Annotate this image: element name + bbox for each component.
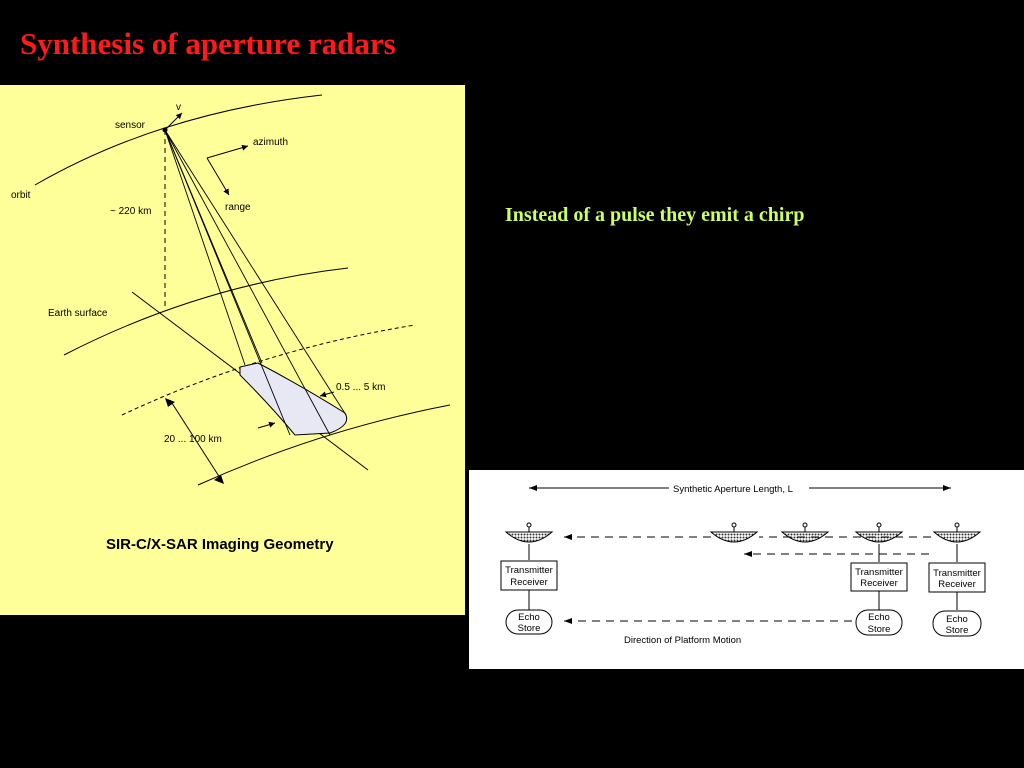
svg-text:Echo: Echo: [518, 612, 540, 623]
antenna-dish-3: [780, 522, 830, 543]
synthetic-aperture-diagram: Synthetic Aperture Length, L: [500, 484, 986, 646]
velocity-label: v: [176, 102, 181, 113]
transmitter-receiver-box-2: Transmitter Receiver: [850, 562, 908, 592]
svg-text:Store: Store: [946, 625, 969, 636]
orbit-arc: [34, 94, 323, 186]
synthetic-aperture-panel: Synthetic Aperture Length, L: [469, 470, 1024, 669]
svg-text:Store: Store: [868, 624, 891, 635]
imaging-geometry-diagram: v sensor azimuth orbit ~ 220 km range Ea…: [11, 94, 451, 553]
beam-line: [164, 129, 347, 416]
altitude-label: ~ 220 km: [110, 206, 151, 217]
swath-width-arrow: [169, 399, 223, 482]
footprint-width-arrow: [319, 391, 335, 398]
svg-text:Transmitter: Transmitter: [855, 567, 903, 578]
slide-title: Synthesis of aperture radars: [20, 26, 396, 61]
svg-text:Transmitter: Transmitter: [505, 565, 553, 576]
antenna-dish-4: [854, 522, 904, 562]
transmitter-receiver-box-3: Transmitter Receiver: [928, 562, 986, 593]
velocity-arrow: [164, 112, 183, 131]
radar-footprint: [239, 362, 348, 436]
svg-text:Echo: Echo: [868, 612, 890, 623]
svg-text:Receiver: Receiver: [938, 579, 976, 590]
footprint-width-label: 0.5 ... 5 km: [336, 382, 385, 393]
svg-text:Receiver: Receiver: [860, 578, 898, 589]
transmitter-receiver-box-1: Transmitter Receiver: [500, 560, 558, 591]
sensor-label: sensor: [115, 120, 146, 131]
earth-surface-label: Earth surface: [48, 308, 108, 319]
range-label: range: [225, 202, 251, 213]
platform-motion-label: Direction of Platform Motion: [624, 635, 741, 646]
svg-text:Echo: Echo: [946, 614, 968, 625]
beam-line: [164, 129, 331, 436]
range-arrow: [206, 157, 230, 196]
echo-store-2: Echo Store: [855, 609, 903, 636]
antenna-dish-2: [709, 522, 759, 543]
slide-subtitle: Instead of a pulse they emit a chirp: [505, 204, 805, 226]
aperture-length-label: Synthetic Aperture Length, L: [673, 484, 793, 495]
swath-far-edge: [197, 404, 451, 486]
antenna-dish-5: [932, 522, 982, 562]
swath-arrowhead: [214, 475, 224, 484]
echo-store-1: Echo Store: [505, 609, 553, 635]
geometry-caption: SIR-C/X-SAR Imaging Geometry: [106, 536, 334, 553]
earth-surface-arc: [63, 267, 349, 356]
beam-line: [164, 129, 291, 436]
swath-width-label: 20 ... 100 km: [164, 434, 222, 445]
antenna-dish-1: [504, 522, 554, 560]
azimuth-arrow: [206, 144, 249, 159]
svg-text:Transmitter: Transmitter: [933, 568, 981, 579]
swath-near-edge: [121, 324, 416, 416]
azimuth-label: azimuth: [253, 137, 288, 148]
orbit-label: orbit: [11, 190, 31, 201]
footprint-width-arrow: [257, 421, 276, 429]
swath-arrowhead: [165, 398, 175, 407]
svg-text:Receiver: Receiver: [510, 577, 548, 588]
echo-store-3: Echo Store: [932, 610, 982, 637]
imaging-geometry-panel: v sensor azimuth orbit ~ 220 km range Ea…: [0, 85, 465, 615]
beam-line: [164, 129, 246, 366]
svg-text:Store: Store: [518, 623, 541, 634]
